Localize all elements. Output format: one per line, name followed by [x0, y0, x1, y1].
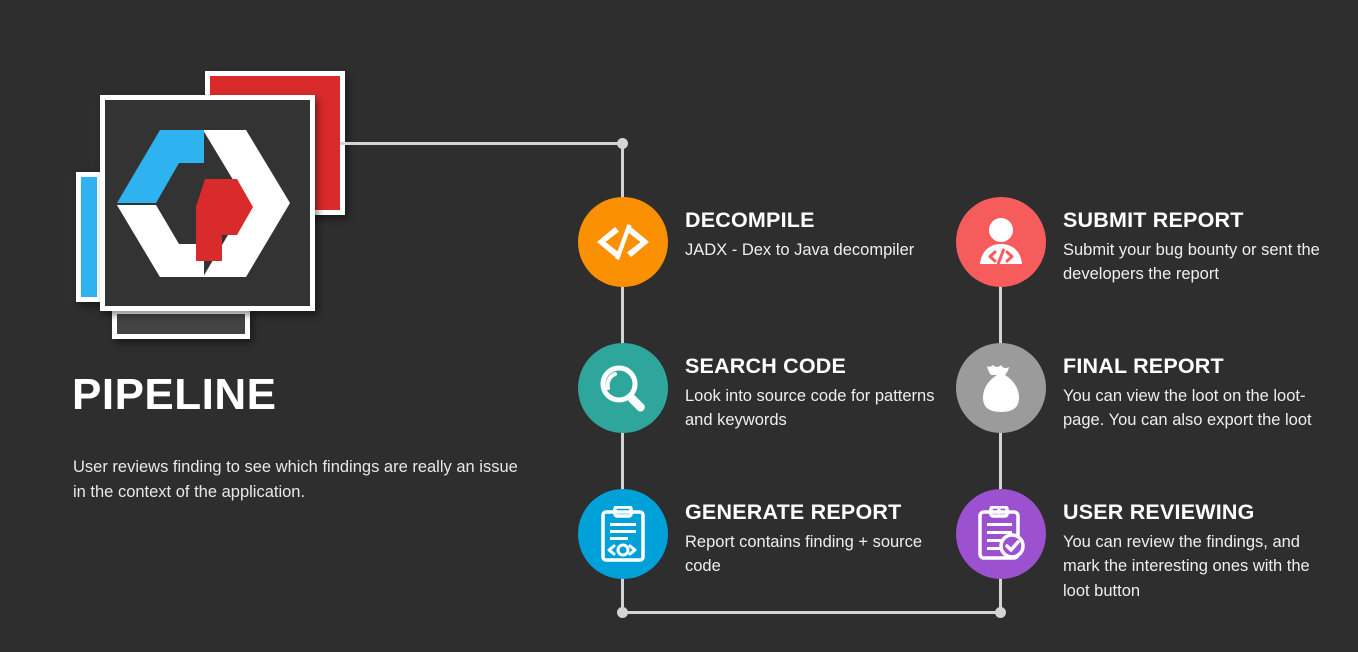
connector-bottom-horizontal	[622, 611, 1002, 614]
pipeline-step-final-report[interactable]: FINAL REPORT You can view the loot on th…	[956, 343, 1313, 433]
money-bag-icon	[983, 365, 1019, 412]
connector-right-col-bottom	[999, 575, 1002, 613]
connector-right-col-1-2	[999, 283, 1002, 347]
logo-card-blue	[76, 172, 102, 302]
pipeline-step-search-code[interactable]: SEARCH CODE Look into source code for pa…	[578, 343, 935, 433]
decompile-text: DECOMPILE JADX - Dex to Java decompiler	[685, 197, 914, 262]
user-code-icon	[980, 218, 1022, 265]
pipeline-step-submit-report[interactable]: SUBMIT REPORT Submit your bug bounty or …	[956, 197, 1325, 287]
code-brackets-icon	[597, 224, 649, 260]
user-reviewing-text: USER REVIEWING You can review the findin…	[1063, 489, 1313, 603]
final-report-text: FINAL REPORT You can view the loot on th…	[1063, 343, 1313, 433]
connector-left-col-1-2	[621, 283, 624, 347]
connector-top-horizontal	[340, 142, 625, 145]
logo-card-stack	[0, 0, 520, 360]
pipeline-step-user-reviewing[interactable]: USER REVIEWING You can review the findin…	[956, 489, 1313, 603]
generate-report-badge	[578, 489, 668, 579]
search-code-description: Look into source code for patterns and k…	[685, 387, 935, 430]
user-reviewing-description: You can review the findings, and mark th…	[1063, 533, 1310, 600]
submit-report-text: SUBMIT REPORT Submit your bug bounty or …	[1063, 197, 1325, 287]
pipeline-logo-icon	[117, 130, 290, 277]
search-code-badge	[578, 343, 668, 433]
page-title: PIPELINE	[72, 370, 277, 419]
page-description: User reviews finding to see which findin…	[73, 457, 518, 502]
user-reviewing-title: USER REVIEWING	[1063, 500, 1255, 524]
connector-left-col-bottom	[621, 575, 624, 614]
decompile-badge	[578, 197, 668, 287]
search-code-title: SEARCH CODE	[685, 354, 847, 378]
final-report-description: You can view the loot on the loot-page. …	[1063, 387, 1312, 430]
pipeline-step-decompile[interactable]: DECOMPILE JADX - Dex to Java decompiler	[578, 197, 914, 287]
user-reviewing-badge	[956, 489, 1046, 579]
search-code-text: SEARCH CODE Look into source code for pa…	[685, 343, 935, 433]
clipboard-check-icon	[978, 506, 1025, 560]
generate-report-title: GENERATE REPORT	[685, 500, 902, 524]
magnifier-icon	[600, 365, 645, 412]
final-report-badge	[956, 343, 1046, 433]
submit-report-description: Submit your bug bounty or sent the devel…	[1063, 241, 1320, 284]
clipboard-code-icon	[601, 506, 645, 562]
submit-report-title: SUBMIT REPORT	[1063, 208, 1244, 232]
connector-left-col-2-3	[621, 429, 624, 493]
pipeline-step-generate-report[interactable]: GENERATE REPORT Report contains finding …	[578, 489, 935, 579]
decompile-description: JADX - Dex to Java decompiler	[685, 241, 915, 259]
final-report-title: FINAL REPORT	[1063, 354, 1224, 378]
connector-right-col-2-3	[999, 429, 1002, 493]
decompile-title: DECOMPILE	[685, 208, 815, 232]
connector-left-col-top	[621, 142, 624, 202]
generate-report-text: GENERATE REPORT Report contains finding …	[685, 489, 935, 579]
generate-report-description: Report contains finding + source code	[685, 533, 923, 576]
submit-report-badge	[956, 197, 1046, 287]
logo-card-dark	[112, 309, 250, 339]
